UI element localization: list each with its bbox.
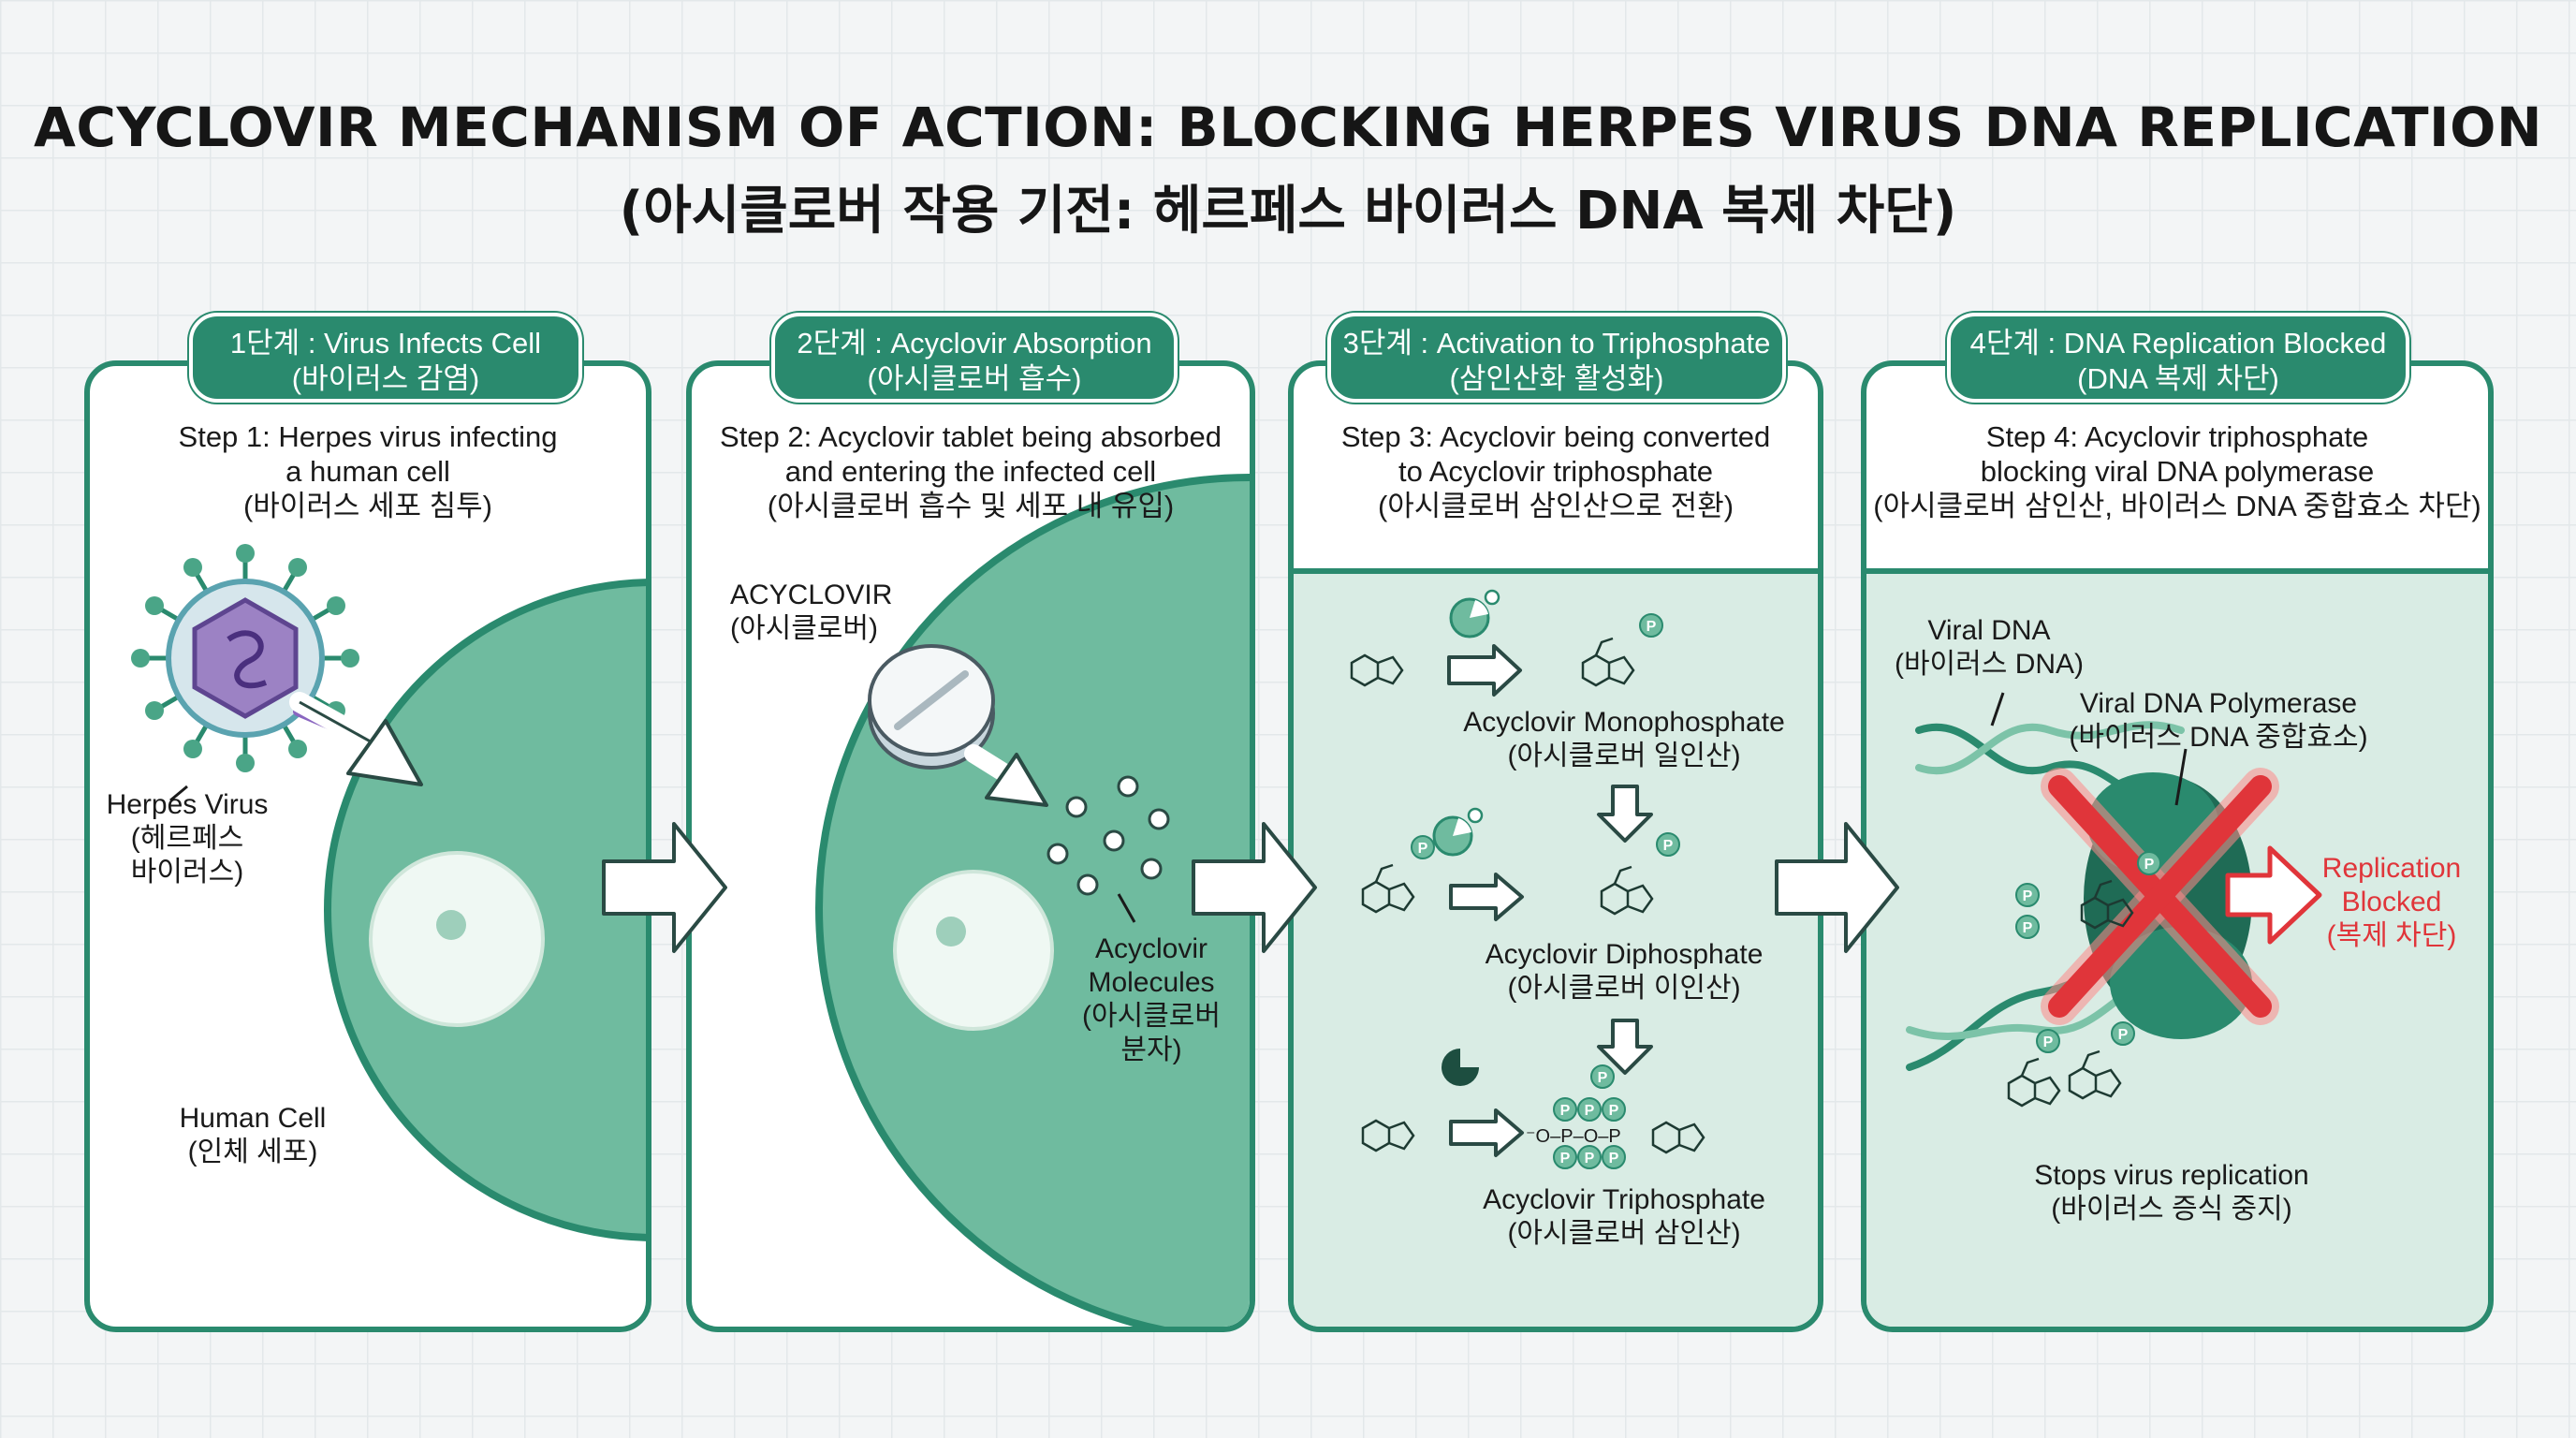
step-3-badge: 3단계 : Activation to Triphosphate(삼인산화 활성… <box>1327 313 1786 403</box>
polymerase-leader-line <box>2174 748 2188 806</box>
human-cell-1 <box>324 579 646 1241</box>
phosphate-badge: P <box>2015 915 2040 939</box>
step-1-badge: 1단계 : Virus Infects Cell(바이러스 감염) <box>189 313 582 403</box>
kinase-icon-2 <box>1432 807 1484 857</box>
phosphate-badge: P <box>1553 1097 1577 1122</box>
block-x-icon <box>2041 768 2279 1025</box>
phosphate-badge: P <box>1602 1145 1626 1169</box>
polymerase-label: Viral DNA Polymerase(바이러스 DNA 중합효소) <box>2069 688 2368 753</box>
phosphate-badge: P <box>2036 1029 2060 1053</box>
step-4-panel <box>1861 360 2494 1332</box>
human-cell-2 <box>815 474 1250 1327</box>
step-4-badge: 4단계 : DNA Replication Blocked(DNA 복제 차단) <box>1947 313 2409 403</box>
phosphate-badge: P <box>2137 851 2161 875</box>
dna-leader-line <box>1990 692 2005 726</box>
phosphate-badge: P <box>2111 1021 2135 1046</box>
phosphate-badge: P <box>1411 835 1435 859</box>
phosphate-badge: P <box>1602 1097 1626 1122</box>
human-cell-label: Human Cell(인체 세포) <box>179 1103 327 1167</box>
down-arrows <box>1597 785 1653 1075</box>
viral-dna-label: Viral DNA(바이러스 DNA) <box>1894 615 2085 680</box>
kinase-icon <box>1449 589 1500 638</box>
triphosphate-label: Acyclovir Triphosphate(아시클로버 삼인산) <box>1483 1184 1765 1249</box>
step-4-divider <box>1866 568 2488 574</box>
phosphate-badge: P <box>1577 1097 1602 1122</box>
herpes-virus-icon <box>131 544 359 772</box>
page-subtitle: (아시클로버 작용 기전: 헤르페스 바이러스 DNA 복제 차단) <box>619 181 1957 242</box>
acyclovir-molecules <box>1046 775 1170 896</box>
infection-arrow <box>289 692 423 786</box>
phosphate-badge: P <box>1656 832 1680 857</box>
acyclovir-tablet-label: ACYCLOVIR(아시클로버) <box>730 580 893 644</box>
kinase-icon-3 <box>1442 1049 1479 1086</box>
page-title: ACYCLOVIR MECHANISM OF ACTION: BLOCKING … <box>34 95 2542 159</box>
molecules-leader-line <box>1117 893 1136 923</box>
step-3-reactions <box>1350 589 1705 1154</box>
acyclovir-tablet-icon <box>868 644 995 770</box>
blocked-arrow <box>2225 845 2322 945</box>
phosphate-badge: P <box>1590 1064 1615 1089</box>
monophosphate-label: Acyclovir Monophosphate(아시클로버 일인산) <box>1463 707 1785 771</box>
phosphate-badge: P <box>2015 883 2040 907</box>
phosphate-badge: P <box>1577 1145 1602 1169</box>
phosphate-badge: P <box>1553 1145 1577 1169</box>
step-3-panel <box>1288 360 1823 1332</box>
virus-leader-line <box>169 785 188 802</box>
phosphate-chain-label: ⁻O–P–O–P <box>1526 1126 1621 1147</box>
flow-arrows <box>602 822 1899 953</box>
diphosphate-label: Acyclovir Diphosphate(아시클로버 이인산) <box>1485 939 1764 1004</box>
reaction-arrows <box>1447 644 1524 1157</box>
step-3-lower-area <box>1294 574 1818 1327</box>
step-2-badge: 2단계 : Acyclovir Absorption(아시클로버 흡수) <box>771 313 1178 403</box>
phosphate-badge: P <box>1639 613 1663 638</box>
step-3-divider <box>1294 568 1818 574</box>
absorption-arrow <box>964 744 1048 807</box>
stops-replication-label: Stops virus replication(바이러스 증식 중지) <box>2034 1160 2309 1225</box>
